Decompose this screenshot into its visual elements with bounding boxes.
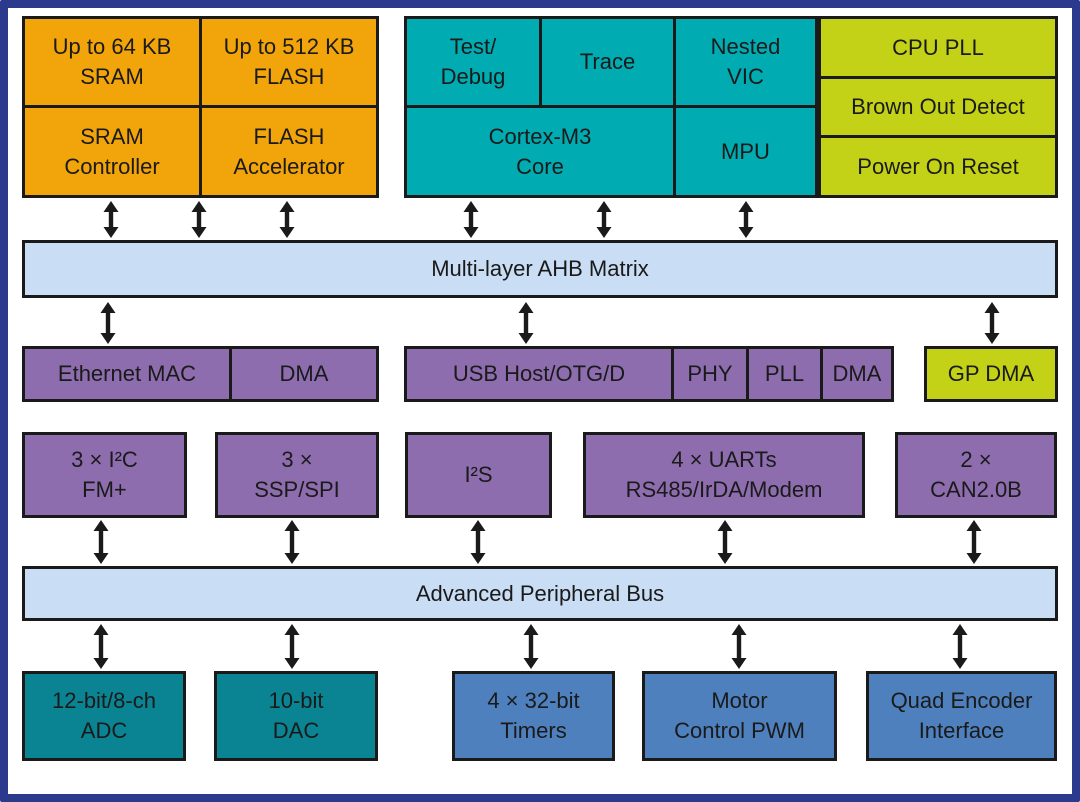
block-flash: Up to 512 KB FLASH [202,19,376,105]
bidirectional-arrow-icon [284,624,300,669]
block-sram: Up to 64 KB SRAM [25,19,199,105]
bidirectional-arrow-icon [93,520,109,564]
cpu-group: Test/ Debug Trace Nested VIC Cortex-M3 C… [404,16,818,198]
bidirectional-arrow-icon [731,624,747,669]
block-nested-vic: Nested VIC [676,19,815,105]
block-brown-out-detect: Brown Out Detect [821,79,1055,135]
bidirectional-arrow-icon [717,520,733,564]
block-ethernet-dma: DMA [232,349,376,399]
bidirectional-arrow-icon [738,201,754,238]
block-flash-accelerator: FLASH Accelerator [202,108,376,195]
bidirectional-arrow-icon [984,302,1000,344]
apb-bus: Advanced Peripheral Bus [22,566,1058,621]
block-test-debug: Test/ Debug [407,19,539,105]
block-motor-control-pwm: Motor Control PWM [642,671,837,761]
block-trace: Trace [542,19,673,105]
block-adc: 12-bit/8-ch ADC [22,671,186,761]
ahb-matrix-bus: Multi-layer AHB Matrix [22,240,1058,298]
bidirectional-arrow-icon [191,201,207,238]
bidirectional-arrow-icon [966,520,982,564]
memory-group: Up to 64 KB SRAM Up to 512 KB FLASH SRAM… [22,16,379,198]
block-gp-dma: GP DMA [924,346,1058,402]
bidirectional-arrow-icon [470,520,486,564]
apb-bus-label: Advanced Peripheral Bus [415,580,665,606]
block-sram-controller: SRAM Controller [25,108,199,195]
bidirectional-arrow-icon [596,201,612,238]
block-dac: 10-bit DAC [214,671,378,761]
block-usb-phy: PHY [674,349,746,399]
block-mpu: MPU [676,108,815,195]
bidirectional-arrow-icon [523,624,539,669]
bidirectional-arrow-icon [93,624,109,669]
bidirectional-arrow-icon [100,302,116,344]
block-usb-dma: DMA [823,349,891,399]
block-can: 2 × CAN2.0B [895,432,1057,518]
system-group: CPU PLL Brown Out Detect Power On Reset [818,16,1058,198]
block-power-on-reset: Power On Reset [821,138,1055,195]
bidirectional-arrow-icon [284,520,300,564]
block-timers: 4 × 32-bit Timers [452,671,615,761]
bidirectional-arrow-icon [279,201,295,238]
bidirectional-arrow-icon [103,201,119,238]
block-usb-pll: PLL [749,349,820,399]
block-quad-encoder: Quad Encoder Interface [866,671,1057,761]
block-usb-host-otg: USB Host/OTG/D [407,349,671,399]
bidirectional-arrow-icon [952,624,968,669]
block-ethernet-mac: Ethernet MAC [25,349,229,399]
usb-group: USB Host/OTG/D PHY PLL DMA [404,346,894,402]
block-i2c: 3 × I²C FM+ [22,432,187,518]
bidirectional-arrow-icon [463,201,479,238]
block-cortex-m3-core: Cortex-M3 Core [407,108,673,195]
ahb-matrix-label: Multi-layer AHB Matrix [431,256,649,281]
block-cpu-pll: CPU PLL [821,19,1055,76]
bidirectional-arrow-icon [518,302,534,344]
block-i2s: I²S [405,432,552,518]
block-ssp-spi: 3 × SSP/SPI [215,432,379,518]
block-uarts: 4 × UARTs RS485/IrDA/Modem [583,432,865,518]
ethernet-group: Ethernet MAC DMA [22,346,379,402]
